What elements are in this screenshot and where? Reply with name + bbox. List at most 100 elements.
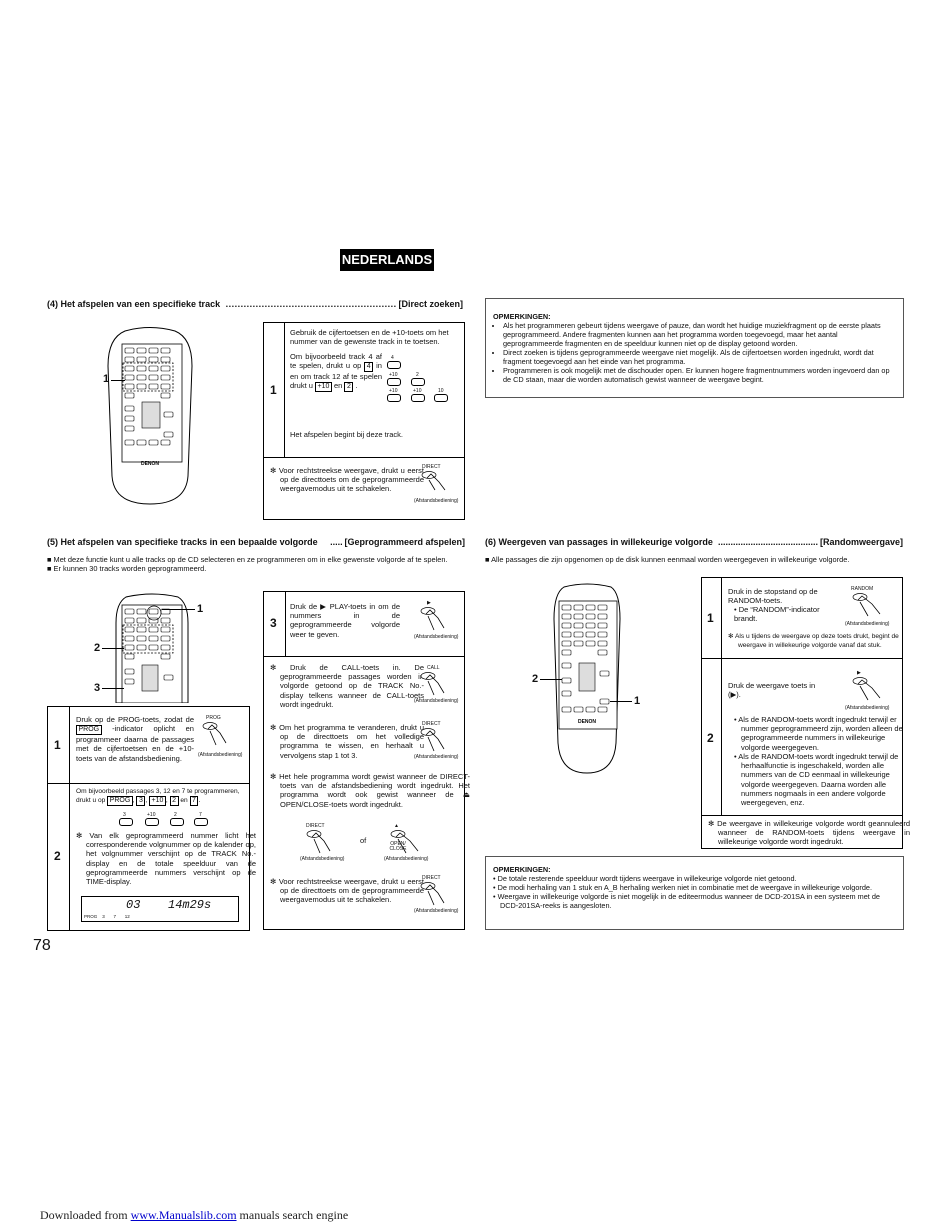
button-plus10-icon	[411, 394, 425, 402]
btn-caption: +10	[389, 372, 398, 378]
hand-press-icon	[420, 672, 445, 696]
s6-bullets: ■ Alle passages die zijn opgenomen op de…	[485, 555, 903, 564]
notes-box-top: OPMERKINGEN: Als het programmeren gebeur…	[485, 298, 904, 398]
remote-caption: (Afstandsbediening)	[414, 908, 459, 914]
svg-text:DENON: DENON	[578, 719, 596, 725]
section-6-title: (6) Weergeven van passages in willekeuri…	[485, 537, 903, 547]
svg-text:DENON: DENON	[141, 461, 159, 467]
remote-control-illustration: DENON	[107, 327, 193, 505]
btn-caption: 2	[174, 812, 177, 818]
direct-label: DIRECT	[422, 464, 441, 470]
s5-bullets: ■ Met deze functie kunt u alle tracks op…	[47, 555, 465, 573]
bullet-item: ■ Met deze functie kunt u alle tracks op…	[47, 555, 448, 564]
btn-caption: 7	[199, 812, 202, 818]
s6-step1-indicator: • De “RANDOM”-indicator brandt.	[734, 605, 820, 624]
button-plus10-icon	[387, 394, 401, 402]
callout-label-1: 1	[197, 603, 204, 615]
key-plus10: +10	[149, 796, 166, 806]
note-item: Programmeren is ook mogelijk met de disc…	[503, 366, 897, 384]
page-number: 78	[33, 937, 51, 954]
key-3: 3	[136, 796, 146, 806]
s6-step2-bullet: • Als de RANDOM-toets wordt ingedrukt te…	[734, 715, 903, 752]
hand-press-icon	[420, 728, 445, 752]
call-label: CALL	[427, 665, 440, 671]
hand-press-icon	[306, 830, 331, 854]
s6-step1-note: ✻ Als u tijdens de weergave op deze toet…	[728, 633, 899, 649]
s5-step1-text: Druk op de PROG-toets, zodat de PROG -in…	[76, 715, 194, 763]
bullet-item: ■ Er kunnen 30 tracks worden geprogramme…	[47, 564, 207, 573]
direct-label: DIRECT	[306, 823, 325, 829]
key-plus10: +10	[315, 382, 332, 393]
section-4-title-right: [Direct zoeken]	[396, 299, 463, 309]
callout-line	[102, 648, 124, 649]
display-track: 03	[126, 898, 141, 912]
footer-link[interactable]: www.Manualslib.com	[130, 1208, 237, 1222]
s5-steps-1-2-box: 1 Druk op de PROG-toets, zodat de PROG -…	[47, 706, 256, 931]
btn-caption: +10	[413, 388, 422, 394]
button-3-icon	[119, 818, 133, 826]
key-7: 7	[189, 796, 199, 806]
hand-press-icon	[852, 593, 881, 617]
step-number: 1	[270, 383, 277, 397]
s6-note: ✻ De weergave in willekeurige volgorde w…	[708, 819, 910, 847]
display-time: 14m29s	[168, 898, 212, 912]
s5-call-note: ✻ Druk de CALL-toets in. De geprogrammee…	[270, 663, 424, 709]
s5-step2-note: ✻ Van elk geprogrammeerd nummer licht he…	[76, 831, 256, 887]
s5-clear-note: ✻ Het hele programma wordt gewist wannee…	[270, 772, 470, 809]
s6-step-box: 1 Druk in de stopstand op de RANDOM-toet…	[701, 577, 910, 849]
key-prog: PROG	[107, 796, 133, 806]
s6-step1-text: Druk in de stopstand op de RANDOM-toets.	[728, 587, 818, 606]
remote-control-illustration	[115, 593, 189, 703]
step-number: 1	[54, 738, 61, 752]
button-plus10-icon	[387, 378, 401, 386]
s5-step3-text: Druk de ▶ PLAY-toets in om de nummers in…	[290, 602, 400, 639]
remote-caption: (Afstandsbediening)	[414, 634, 459, 640]
s5-direct-note: ✻ Voor rechtstreekse weergave, drukt u e…	[270, 877, 424, 905]
language-badge: NEDERLANDS	[340, 249, 434, 271]
button-10-icon	[434, 394, 448, 402]
remote-caption: (Afstandsbediening)	[845, 705, 890, 711]
hand-press-icon	[421, 471, 446, 491]
openclose-label: OPEN/ CLOSE	[389, 841, 407, 852]
section-5-title: (5) Het afspelen van specifieke tracks i…	[47, 537, 465, 547]
s5-step3-box: 3 Druk de ▶ PLAY-toets in om de nummers …	[263, 591, 470, 930]
button-4-icon	[387, 361, 401, 369]
s4-step1-result: Het afspelen begint bij deze track.	[290, 430, 403, 439]
button-plus10-icon	[145, 818, 159, 826]
lcd-display: 03 14m29s PROG 3 7 12	[81, 896, 239, 922]
s4-example-b: in en om track 12 af te spelen drukt u	[290, 361, 382, 391]
s4-step-box: 1 Gebruik de cijfertoetsen en de +10-toe…	[263, 322, 465, 520]
notes-heading: OPMERKINGEN:	[493, 312, 551, 321]
section-6-title-right: [Randomweergave]	[817, 537, 903, 547]
btn-caption: 3	[123, 812, 126, 818]
s4-direct-note: ✻ Voor rechtstreekse weergave, drukt u e…	[270, 466, 424, 494]
btn-caption: +10	[147, 812, 156, 818]
hand-press-icon	[420, 882, 445, 906]
hand-press-icon	[390, 830, 419, 854]
hand-press-icon	[420, 607, 445, 631]
footer-prefix: Downloaded from	[40, 1208, 131, 1222]
s4-example-a: Om bijvoorbeeld track 4 af te spelen, dr…	[290, 352, 382, 371]
s4-step1-instruction: Gebruik de cijfertoetsen en de +10-toets…	[290, 328, 449, 347]
callout-line	[610, 701, 632, 702]
btn-caption: 4	[391, 355, 394, 361]
step-number: 2	[54, 849, 61, 863]
key-prog: PROG	[76, 725, 102, 736]
note-item: Direct zoeken is tijdens geprogrammeerde…	[503, 348, 897, 366]
remote-caption: (Afstandsbediening)	[414, 754, 459, 760]
footer: Downloaded from www.Manualslib.com manua…	[40, 1208, 348, 1223]
callout-label-1: 1	[103, 373, 110, 385]
callout-line	[162, 609, 195, 610]
footer-suffix: manuals search engine	[236, 1208, 349, 1222]
play-label: ▶	[857, 670, 861, 676]
note-item: Als het programmeren gebeurt tijdens wee…	[503, 321, 897, 348]
s6-step2-bullet: • Als de RANDOM-toets wordt ingedrukt te…	[734, 752, 899, 808]
note-item: • Weergave in willekeurige volgorde is n…	[493, 892, 880, 910]
notes-heading: OPMERKINGEN:	[493, 865, 551, 874]
callout-line	[111, 380, 125, 381]
eject-symbol: ▲	[394, 823, 399, 829]
btn-caption: 10	[438, 388, 444, 394]
or-label: of	[360, 836, 367, 845]
play-label: ▶	[427, 600, 431, 606]
s4-step1-example: Om bijvoorbeeld track 4 af te spelen, dr…	[290, 352, 382, 393]
